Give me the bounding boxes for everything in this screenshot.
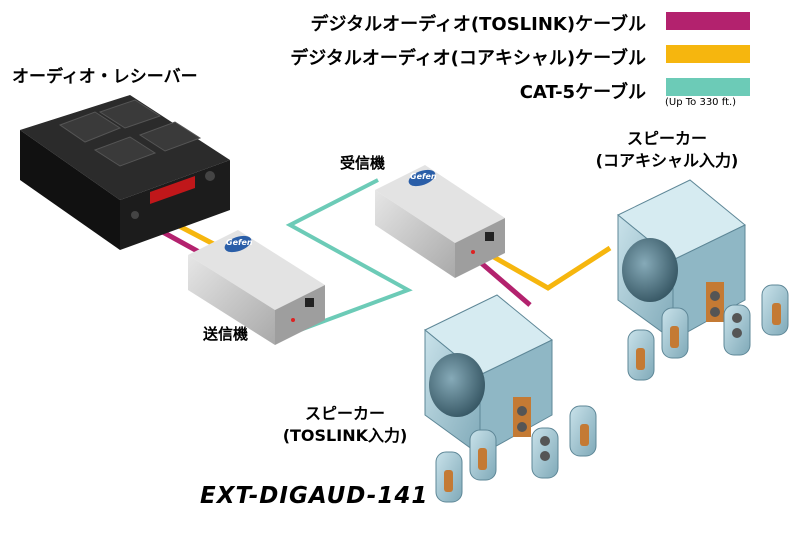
cable-length-note: (Up To 330 ft.) [665, 97, 737, 108]
legend-label-cat5: CAT-5ケーブル [519, 82, 646, 103]
receiver-unit-label: 受信機 [340, 154, 386, 172]
audio-receiver-device [20, 95, 230, 250]
receiver-unit [375, 165, 505, 278]
legend-swatch-toslink [666, 12, 750, 30]
speaker-toslink-label-line1: スピーカー [304, 404, 385, 423]
speaker-coax-label-line2: (コアキシャル入力) [595, 151, 739, 170]
speaker-toslink-label: スピーカー (TOSLINK入力) [270, 403, 420, 447]
model-number: EXT-DIGAUD-141 [200, 483, 429, 509]
sender-logo: Gefen [226, 238, 253, 247]
legend-swatch-cat5 [666, 78, 750, 96]
receiver-logo: Gefen [410, 172, 437, 181]
audio-receiver-label: オーディオ・レシーバー [12, 67, 198, 87]
speaker-group-toslink [424, 294, 597, 503]
cat5-cable [285, 178, 413, 332]
speaker-coax-label-line1: スピーカー [626, 129, 707, 148]
legend-swatch-coax [666, 45, 750, 63]
legend-label-toslink: デジタルオーディオ(TOSLINK)ケーブル [310, 14, 646, 35]
legend-label-coax: デジタルオーディオ(コアキシャル)ケーブル [290, 48, 646, 69]
coax-cable-to-speaker [490, 245, 612, 291]
speaker-toslink-label-line2: (TOSLINK入力) [282, 426, 408, 445]
speaker-coax-label: スピーカー (コアキシャル入力) [572, 128, 762, 172]
speaker-group-coax [617, 179, 789, 381]
sender-unit [188, 230, 325, 345]
toslink-cable-to-speaker [478, 260, 532, 307]
sender-label: 送信機 [203, 325, 249, 343]
